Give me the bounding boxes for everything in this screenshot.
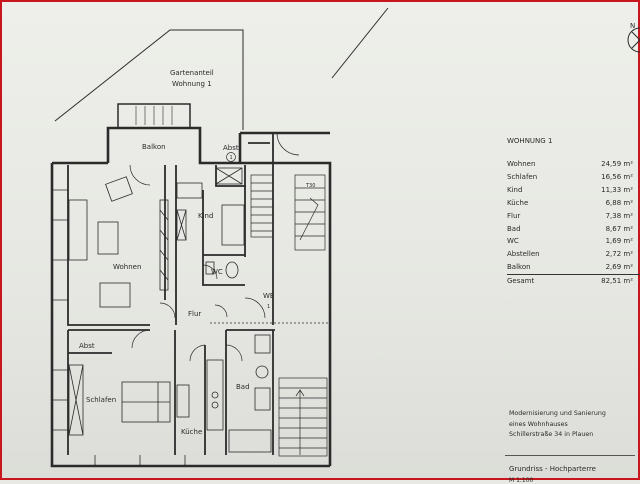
- table-row: Kind 11,33 m²: [507, 184, 640, 197]
- room-area: 8,67 m²: [605, 224, 633, 233]
- table-row: Schlafen 16,56 m²: [507, 171, 640, 184]
- label-garden: Gartenanteil: [170, 69, 214, 77]
- sheet-subtitle: M 1:100: [509, 477, 534, 484]
- interior-walls: [67, 133, 275, 455]
- label-we: WE: [263, 292, 274, 300]
- room-area: 1,69 m²: [605, 237, 633, 246]
- table-heading: WOHNUNG 1: [507, 137, 553, 145]
- kueche-fixtures: [176, 359, 224, 431]
- kind-furniture: [176, 167, 245, 246]
- label-garden-unit: Wohnung 1: [172, 80, 212, 88]
- staircase-lower: [278, 377, 328, 457]
- label-balkon: Balkon: [142, 143, 166, 151]
- label-flur: Flur: [188, 310, 201, 318]
- room-name: Bad: [507, 224, 521, 233]
- project-line-2: eines Wohnhauses: [509, 420, 568, 428]
- door-swings: [129, 132, 300, 362]
- label-we-number: 1: [267, 304, 270, 310]
- balkon-outline: [117, 103, 191, 128]
- room-name: Küche: [507, 198, 529, 207]
- label-schlafen: Schlafen: [86, 396, 116, 404]
- project-line-3: Schillerstraße 34 in Plauen: [509, 431, 594, 438]
- label-wohnen: Wohnen: [113, 263, 141, 271]
- room-name: Abstellen: [507, 250, 540, 259]
- room-area: 2,72 m²: [605, 250, 633, 259]
- room-name: Wohnen: [507, 160, 536, 168]
- room-area: 7,38 m²: [605, 211, 633, 220]
- table-row: Küche 6,88 m²: [507, 197, 640, 210]
- label-abst-top: Abst: [223, 144, 239, 152]
- label-abst-top-number: 1: [230, 155, 233, 161]
- title-divider: [505, 455, 635, 456]
- label-bad: Bad: [236, 383, 250, 391]
- table-total-row: Gesamt 82,51 m²: [507, 275, 640, 288]
- schlafen-furniture: [68, 364, 171, 436]
- room-name: Flur: [507, 211, 521, 220]
- north-label: N: [630, 22, 635, 30]
- room-area: 6,88 m²: [605, 198, 633, 207]
- room-area-table: Wohnen 24,59 m² Schlafen 16,56 m² Kind 11,3…: [507, 158, 640, 288]
- label-stair-number: T30: [305, 183, 315, 189]
- room-area: 2,69 m²: [567, 261, 640, 276]
- label-abst-bottom: Abst: [79, 342, 95, 350]
- room-name: Schlafen: [507, 172, 538, 181]
- room-area: 24,59 m²: [601, 160, 633, 168]
- garden-boundary-right: [331, 7, 389, 79]
- room-area: 11,33 m²: [601, 185, 633, 194]
- bad-fixtures: [228, 334, 272, 453]
- outer-walls: [50, 126, 332, 468]
- table-row: WC 1,69 m²: [507, 235, 640, 248]
- room-name: Balkon: [507, 261, 568, 276]
- project-description: Modernisierung und Sanierung eines Wohnh…: [509, 409, 606, 441]
- windows: [52, 189, 186, 466]
- table-row: Abstellen 2,72 m²: [507, 248, 640, 261]
- table-row: Wohnen 24,59 m²: [507, 158, 640, 171]
- sheet-title: Grundriss - Hochparterre: [509, 465, 596, 473]
- total-label: Gesamt: [507, 277, 535, 286]
- table-row: Flur 7,38 m²: [507, 210, 640, 223]
- staircase-upper: [250, 174, 326, 251]
- wohnen-furniture: [68, 176, 169, 308]
- room-name: WC: [507, 237, 519, 246]
- wc-fixtures: [205, 261, 239, 279]
- label-kueche: Küche: [181, 428, 202, 436]
- north-arrow: [627, 27, 640, 53]
- project-line-1: Modernisierung und Sanierung: [509, 410, 606, 417]
- label-wc: WC: [211, 268, 223, 276]
- total-area: 82,51 m²: [601, 277, 633, 286]
- table-row: Bad 8,67 m²: [507, 223, 640, 236]
- label-kind: Kind: [198, 212, 213, 220]
- garden-boundary: [54, 29, 244, 130]
- room-area: 16,56 m²: [601, 172, 633, 181]
- room-name: Kind: [507, 185, 523, 194]
